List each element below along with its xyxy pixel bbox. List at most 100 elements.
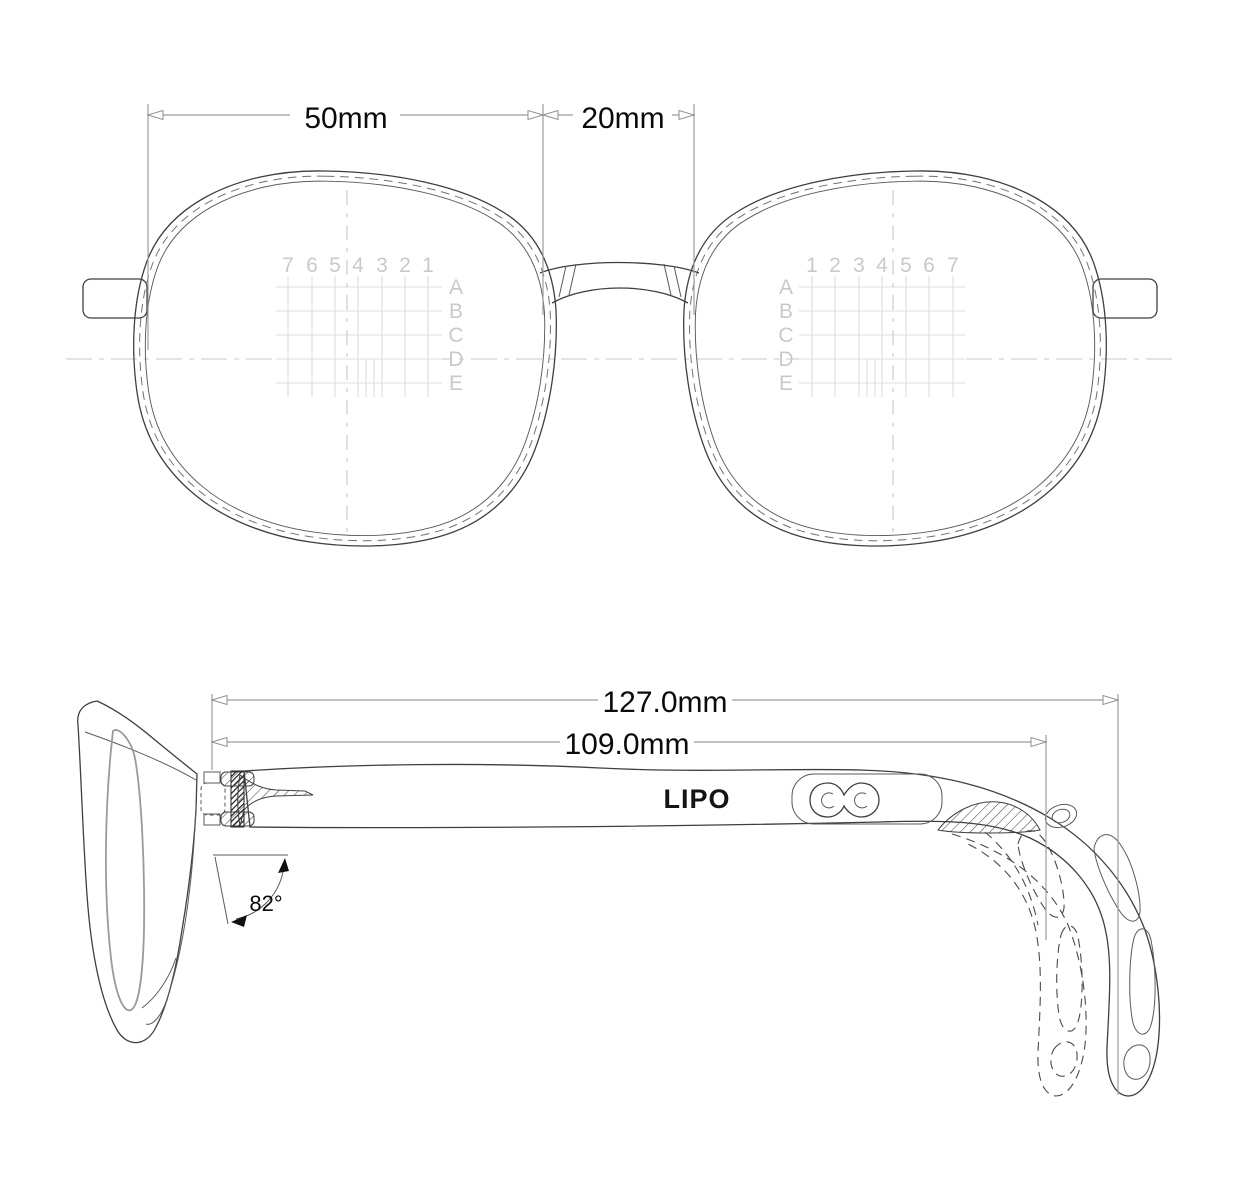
arrowhead <box>1030 736 1048 748</box>
bridge-tick-left-1 <box>558 265 567 298</box>
ghost-slot-lower <box>1050 1041 1078 1077</box>
ghost-slot-middle <box>1056 925 1083 1032</box>
grid-number: 7 <box>282 254 294 277</box>
hinge-spring-arm-hatched <box>237 774 314 827</box>
left-rim-outer <box>133 170 557 547</box>
left-grid-number-labels: 7 6 5 4 3 2 1 <box>282 254 434 277</box>
bridge-top-edge <box>539 261 700 274</box>
bridge-tick-right-1 <box>663 263 672 296</box>
hinge-knob-bottom <box>220 811 255 827</box>
bridge <box>539 261 700 304</box>
grid-letter: B <box>449 300 463 323</box>
temple-slot-middle <box>1129 928 1156 1035</box>
brand-logo-text: LIPO <box>663 784 730 814</box>
grid-number: 4 <box>876 254 888 277</box>
figure8-inner-right <box>854 792 868 809</box>
right-grid-row-labels: A B C D E <box>778 276 793 395</box>
ghost-outer-edge <box>951 833 1087 1097</box>
left-lens-rim <box>133 170 557 547</box>
angle-slant-line <box>214 856 229 925</box>
grid-letter: E <box>779 372 793 395</box>
temple-outline <box>243 763 1161 1097</box>
grip-pad-hatched <box>937 801 1041 834</box>
grid-letter: D <box>448 348 463 371</box>
left-grid-lines <box>276 276 442 397</box>
right-endpiece <box>1092 278 1158 319</box>
grid-number: 2 <box>829 254 841 277</box>
grid-number: 3 <box>853 254 865 277</box>
side-dimensions: 127.0mm 109.0mm <box>210 686 1120 1095</box>
arrowhead <box>678 109 696 121</box>
dim-label-temple-straight: 109.0mm <box>564 728 689 761</box>
front-inner-bevel <box>145 805 197 1025</box>
left-grid-row-labels: A B C D E <box>448 276 463 395</box>
grid-letter: C <box>448 324 463 347</box>
temple-ghost-position <box>951 830 1087 1097</box>
right-rim-outer <box>683 170 1107 547</box>
angle-arrow-top <box>278 858 289 873</box>
dim-label-lens-width: 50mm <box>304 102 387 135</box>
right-rim-groove <box>689 175 1101 542</box>
grid-number: 6 <box>923 254 935 277</box>
right-lens-rim <box>683 170 1107 547</box>
front-cross-curve <box>141 957 177 1009</box>
grid-letter: A <box>779 276 793 299</box>
grid-number: 5 <box>329 254 341 277</box>
bridge-tick-right-2 <box>673 265 682 298</box>
dim-label-temple-total: 127.0mm <box>602 686 727 719</box>
right-lens-grid: 1 2 3 4 5 6 7 A B C D E <box>778 254 965 397</box>
left-rim-inner <box>144 180 546 537</box>
grid-letter: A <box>449 276 463 299</box>
right-rim-inner <box>694 180 1096 537</box>
arrowhead <box>146 109 164 121</box>
grid-letter: D <box>778 348 793 371</box>
arrowhead <box>210 694 228 706</box>
grid-letter: E <box>449 372 463 395</box>
grid-letter: C <box>778 324 793 347</box>
temple-slot-upper <box>1093 834 1141 922</box>
right-grid-number-labels: 1 2 3 4 5 6 7 <box>806 254 959 277</box>
figure8-cutout <box>809 782 880 818</box>
left-lens-grid: 7 6 5 4 3 2 1 A B C D E <box>276 254 464 397</box>
grid-number: 1 <box>806 254 818 277</box>
grid-number: 5 <box>900 254 912 277</box>
screw-block-top <box>203 771 221 784</box>
grid-number: 6 <box>306 254 318 277</box>
temple-slot-lower <box>1123 1044 1151 1080</box>
side-view: 127.0mm 109.0mm 82° LIPO <box>77 686 1161 1097</box>
front-outline <box>77 700 198 1044</box>
left-rim-groove <box>139 175 551 542</box>
ghost-slot-upper <box>1017 830 1065 918</box>
temple-arm <box>243 763 1161 1097</box>
arrowhead <box>1102 694 1120 706</box>
arrowhead <box>527 109 545 121</box>
hinge-plate-outline <box>791 773 943 825</box>
grid-number: 1 <box>422 254 434 277</box>
angle-arrow-bottom <box>231 915 247 927</box>
grid-letter: B <box>779 300 793 323</box>
figure8-inner-left <box>821 792 835 809</box>
grid-number: 3 <box>376 254 388 277</box>
front-dimensions: 50mm 20mm <box>146 102 696 350</box>
grid-number: 4 <box>352 254 364 277</box>
bridge-bottom-edge <box>551 287 689 304</box>
bridge-tick-left-2 <box>568 263 577 296</box>
front-view: 7 6 5 4 3 2 1 A B C D E <box>66 102 1174 547</box>
left-endpiece <box>82 278 148 319</box>
frame-front-profile <box>77 700 198 1044</box>
temple-oval-detail-inner <box>1051 808 1071 824</box>
screw-block-bottom <box>203 813 221 826</box>
grid-number: 7 <box>947 254 959 277</box>
dim-label-bridge-width: 20mm <box>581 102 664 135</box>
angle-label: 82° <box>249 891 282 916</box>
front-top-inner-line <box>84 731 197 781</box>
ghost-inner-edge <box>984 831 1039 926</box>
right-grid-lines <box>799 276 965 397</box>
screw-housing-hidden-line <box>200 782 226 816</box>
lens-side-profile <box>105 729 146 1012</box>
grid-number: 2 <box>399 254 411 277</box>
arrowhead <box>541 109 559 121</box>
